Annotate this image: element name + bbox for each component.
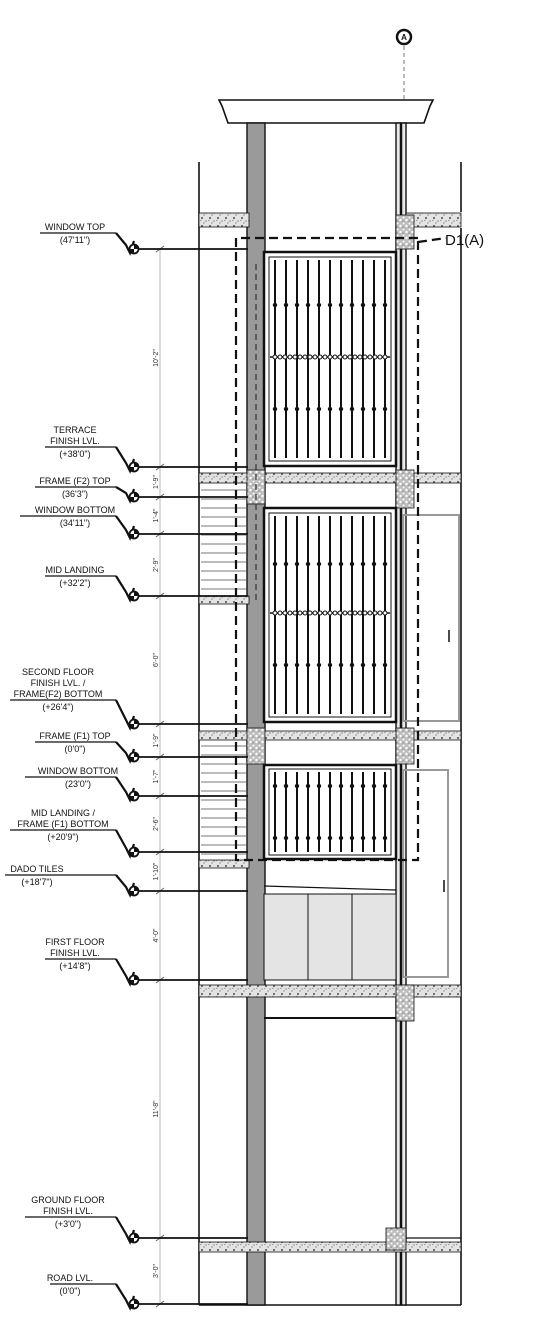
door-tag-label: D1(A) <box>445 232 484 249</box>
level-label: WINDOW BOTTOM <box>38 766 118 776</box>
roof-canopy <box>217 99 435 124</box>
level-marker-mid-landing-upper: MID LANDING (+32'2") <box>45 565 248 603</box>
level-label: TERRACE <box>53 425 96 435</box>
dimension-chain: 10'-2" 1'-9" 1'-4" 2'-9" 6'-0" 1'-9" 1'-7" 2'-6… <box>153 245 165 1308</box>
level-marker-window-bottom-upper: WINDOW BOTTOM (34'11") <box>20 505 248 541</box>
level-marker-road-level: ROAD LVL. (0'0") <box>47 1273 248 1311</box>
level-label: GROUND FLOOR <box>31 1195 105 1205</box>
level-marker-window-bottom-lower: WINDOW BOTTOM (23'0") <box>25 766 248 803</box>
level-label: FINISH LVL. <box>50 436 100 446</box>
level-label: FRAME (F1) TOP <box>39 731 110 741</box>
level-value: (+26'4") <box>42 702 73 712</box>
level-label: FINISH LVL. / <box>31 678 86 688</box>
level-marker-dado-tiles: DADO TILES (+18'7") <box>5 864 248 898</box>
level-value: (+3'0") <box>55 1219 81 1229</box>
level-value: (36'3") <box>62 489 88 499</box>
level-label: FRAME (F2) TOP <box>39 476 110 486</box>
level-value: (47'11") <box>60 235 90 245</box>
side-window-frames <box>402 514 460 978</box>
dimension-label: 6'-0" <box>153 653 160 667</box>
grid-line-a: A <box>395 28 413 100</box>
dimension-label: 4'-0" <box>153 928 160 942</box>
level-value: (34'11") <box>60 518 90 528</box>
left-column <box>246 122 266 1306</box>
dimension-label: 10'-2" <box>153 349 160 367</box>
staircase-lower <box>201 745 246 855</box>
level-label: MID LANDING / <box>31 808 96 818</box>
level-label: FRAME (F1) BOTTOM <box>17 819 108 829</box>
door-frame-outline <box>234 236 447 862</box>
level-marker-frame-f1-top: FRAME (F1) TOP (0'0") <box>35 731 248 764</box>
dimension-label: 3'-0" <box>153 1264 160 1278</box>
dimension-label: 11'-8" <box>153 1100 160 1118</box>
grid-bubble-label: A <box>401 33 407 42</box>
level-label: FIRST FLOOR <box>45 937 105 947</box>
level-value: (+38'0") <box>59 449 90 459</box>
level-label: WINDOW BOTTOM <box>35 505 115 515</box>
grille-window-lower <box>262 763 398 861</box>
level-marker-mid-landing-lower: MID LANDING /FRAME (F1) BOTTOM (+20'9") <box>10 808 248 859</box>
level-label: ROAD LVL. <box>47 1273 93 1283</box>
level-marker-window-top: WINDOW TOP (47'11") <box>40 222 248 256</box>
level-label: FINISH LVL. <box>43 1206 93 1216</box>
floor-slabs <box>198 212 462 1253</box>
dado-tile-panel <box>263 885 397 981</box>
dimension-label: 1'-4" <box>153 508 160 522</box>
dimension-label: 2'-9" <box>153 558 160 572</box>
column-caps <box>246 214 415 1251</box>
level-label: FRAME(F2) BOTTOM <box>14 689 103 699</box>
level-label: WINDOW TOP <box>45 222 105 232</box>
level-marker-frame-f2-top: FRAME (F2) TOP (36'3") <box>35 476 248 504</box>
level-value: (+14'8") <box>59 961 90 971</box>
dimension-label: 1'-9" <box>153 475 160 489</box>
dimension-label: 1'-10" <box>153 862 160 880</box>
level-value: (0'0") <box>65 744 86 754</box>
level-value: (+20'9") <box>47 832 78 842</box>
dimension-label: 2'-6" <box>153 817 160 831</box>
level-value: (23'0") <box>65 779 91 789</box>
level-value: (0'0") <box>60 1286 81 1296</box>
dimension-label: 1'-9" <box>153 733 160 747</box>
level-label: MID LANDING <box>45 565 104 575</box>
level-label: SECOND FLOOR <box>22 667 95 677</box>
level-label: DADO TILES <box>10 864 63 874</box>
grille-window-upper <box>262 250 398 468</box>
level-value: (+32'2") <box>59 578 90 588</box>
level-label: FINISH LVL. <box>50 948 100 958</box>
staircase-upper <box>201 489 246 590</box>
dimension-label: 1'-7" <box>153 769 160 783</box>
level-value: (+18'7") <box>21 877 52 887</box>
grille-window-middle <box>262 506 398 724</box>
